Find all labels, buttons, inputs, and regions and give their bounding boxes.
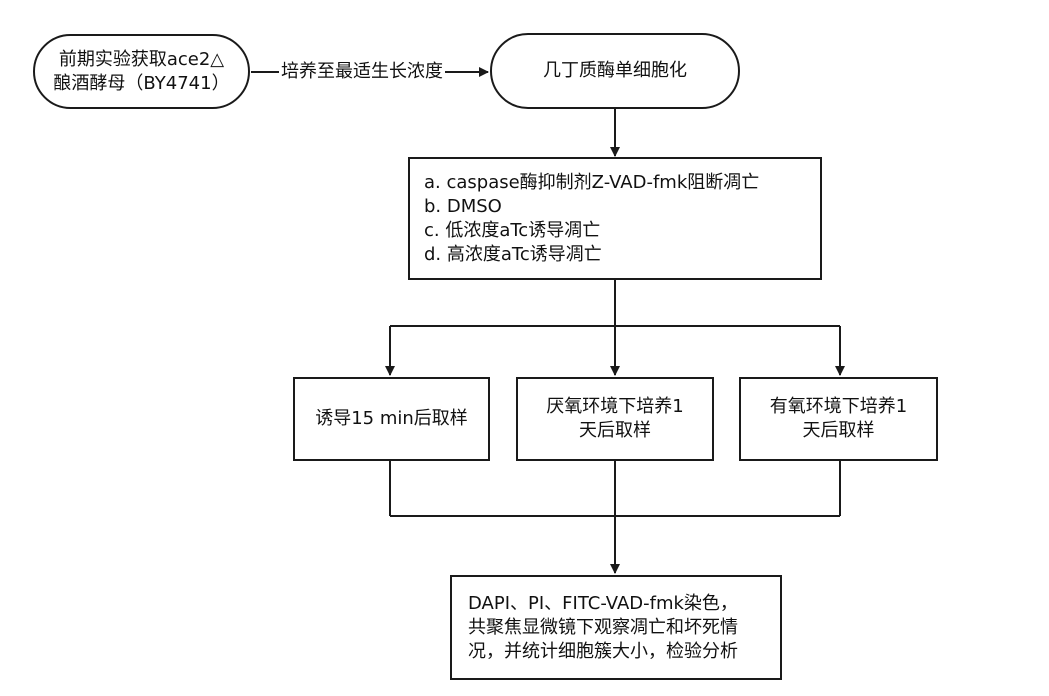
node-anaerobic-culture: 厌氧环境下培养1 天后取样 xyxy=(516,377,714,461)
sync-text: 几丁质酶单细胞化 xyxy=(543,60,687,81)
anaerobic-line1: 厌氧环境下培养1 xyxy=(546,396,684,417)
anaerobic-line2: 天后取样 xyxy=(579,420,651,441)
treatment-a: a. caspase酶抑制剂Z-VAD-fmk阻断凋亡 xyxy=(424,171,760,193)
node-aerobic-culture: 有氧环境下培养1 天后取样 xyxy=(739,377,938,461)
sample15-text: 诱导15 min后取样 xyxy=(315,408,468,429)
treatment-b: b. DMSO xyxy=(424,195,502,217)
analysis-line1: DAPI、PI、FITC-VAD-fmk染色， xyxy=(468,592,738,614)
node-source-strain: 前期实验获取ace2△ 酿酒酵母（BY4741） xyxy=(33,34,250,109)
node-staining-analysis: DAPI、PI、FITC-VAD-fmk染色， 共聚焦显微镜下观察凋亡和坏死情 … xyxy=(450,575,782,680)
node-treatment-groups: a. caspase酶抑制剂Z-VAD-fmk阻断凋亡 b. DMSO c. 低… xyxy=(408,157,822,280)
node-sample-15min: 诱导15 min后取样 xyxy=(293,377,490,461)
analysis-line2: 共聚焦显微镜下观察凋亡和坏死情 xyxy=(468,616,738,638)
node-chitinase-singulation: 几丁质酶单细胞化 xyxy=(490,33,740,109)
treatment-d: d. 高浓度aTc诱导凋亡 xyxy=(424,243,602,265)
analysis-line3: 况，并统计细胞簇大小，检验分析 xyxy=(468,640,738,662)
aerobic-line2: 天后取样 xyxy=(802,420,875,441)
treatment-c: c. 低浓度aTc诱导凋亡 xyxy=(424,219,601,241)
source-line1: 前期实验获取ace2△ xyxy=(58,48,225,70)
edge-label-culture: 培养至最适生长浓度 xyxy=(279,61,445,83)
source-line2: 酿酒酵母（BY4741） xyxy=(53,72,230,94)
aerobic-line1: 有氧环境下培养1 xyxy=(769,396,908,417)
